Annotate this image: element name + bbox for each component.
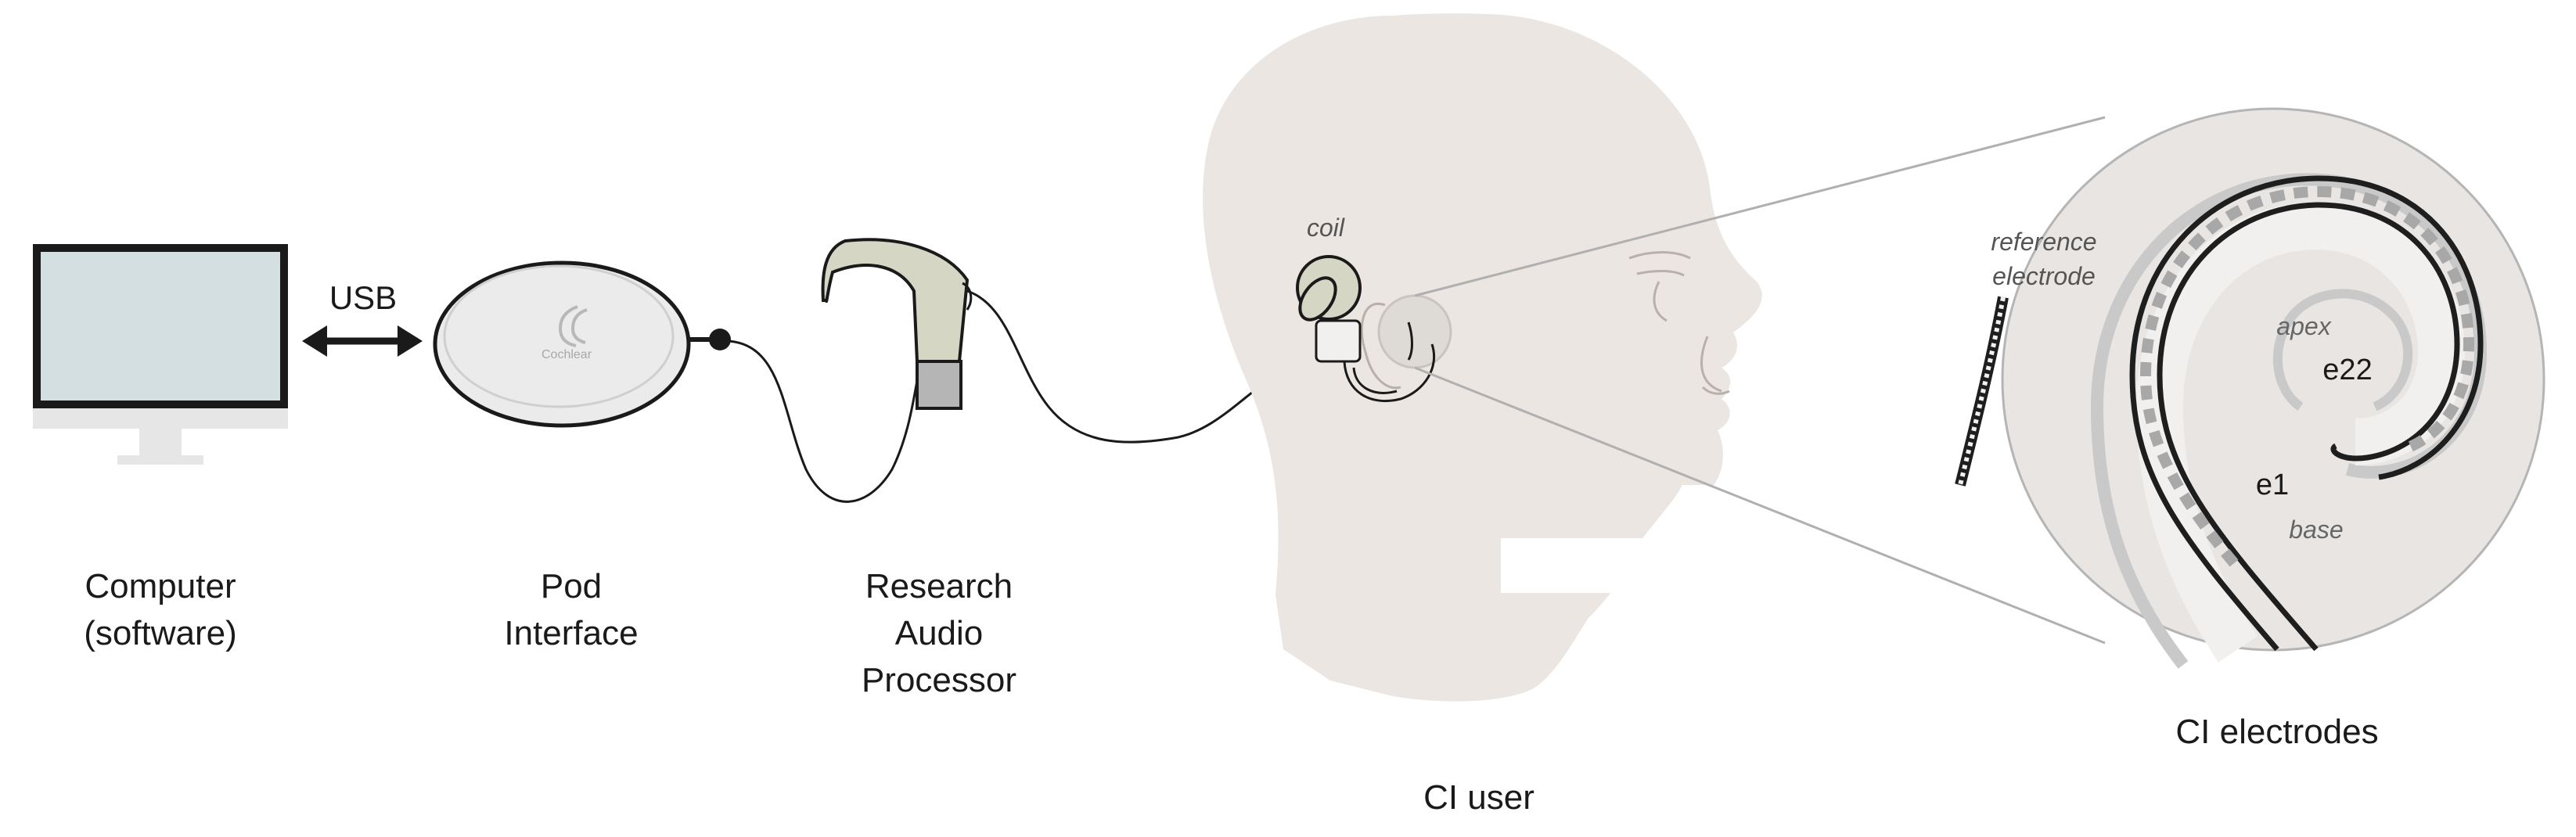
- rap-caption-line3: Processor: [861, 661, 1017, 699]
- implant-receiver-icon: [1315, 294, 1452, 403]
- computer-monitor-icon: [33, 244, 288, 465]
- pod-interface-icon: Cochlear: [433, 260, 731, 428]
- e1-label: e1: [2256, 469, 2289, 501]
- reference-electrode-label-line2: electrode: [1992, 262, 2096, 290]
- coil-icon: [1296, 255, 1362, 322]
- ci-electrodes-caption: CI electrodes: [2113, 709, 2441, 756]
- e22-label: e22: [2322, 354, 2372, 386]
- processor-cable: [966, 289, 1292, 444]
- pod-caption-line1: Pod: [540, 567, 603, 605]
- reference-electrode-label-line1: reference: [1991, 228, 2096, 256]
- computer-caption: Computer (software): [31, 563, 290, 657]
- usb-label: USB: [329, 279, 397, 316]
- pod-cable: [727, 339, 925, 503]
- base-label: base: [2289, 515, 2343, 544]
- rap-caption-line2: Audio: [894, 614, 984, 652]
- zoom-line-top: [1414, 116, 2106, 297]
- zoom-line-bottom: [1414, 366, 2106, 645]
- usb-arrow-icon: [302, 325, 423, 357]
- rap-caption-line1: Research: [865, 567, 1013, 605]
- ci-user-caption-text: CI user: [1423, 778, 1534, 817]
- electrode-zoom-circle: [1955, 107, 2545, 669]
- head-silhouette: [1203, 13, 1762, 702]
- computer-caption-line1: Computer: [85, 567, 236, 605]
- coil-label: coil: [1307, 214, 1345, 242]
- computer-caption-line2: (software): [84, 614, 237, 652]
- research-audio-processor-icon: [821, 238, 973, 410]
- pod-caption-line2: Interface: [504, 614, 639, 652]
- ci-electrodes-caption-text: CI electrodes: [2175, 713, 2379, 751]
- ci-user-caption: CI user: [1330, 774, 1628, 821]
- apex-label: apex: [2276, 312, 2331, 340]
- research-audio-processor-caption: Research Audio Processor: [814, 563, 1064, 704]
- pod-interface-caption: Pod Interface: [438, 563, 704, 657]
- cochlear-brand-text: Cochlear: [541, 348, 592, 361]
